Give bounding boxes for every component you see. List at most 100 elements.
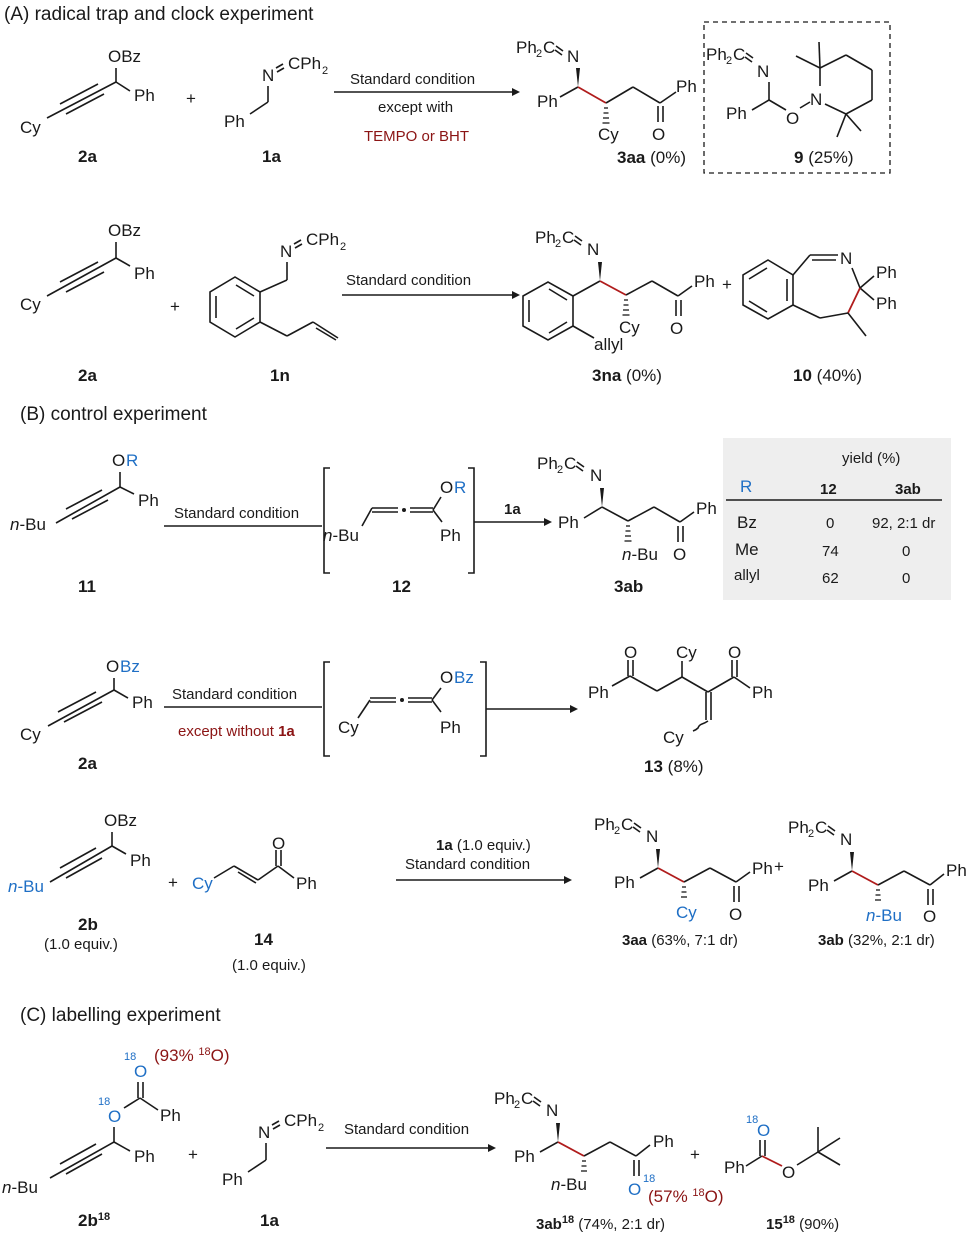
table-group-header: yield (%): [842, 450, 900, 467]
svg-text:Ph: Ph: [752, 859, 773, 878]
svg-text:Cy: Cy: [676, 643, 697, 662]
svg-text:Ph: Ph: [296, 874, 317, 893]
svg-text:2: 2: [514, 1099, 520, 1111]
svg-text:O: O: [728, 643, 741, 662]
product-13-label: 13 (8%): [644, 757, 704, 776]
section-a-title: (A) radical trap and clock experiment: [4, 4, 314, 25]
reagent-label: 1a (1.0 equiv.): [436, 837, 531, 854]
svg-text:Ph: Ph: [134, 1147, 155, 1166]
bracket-right: [468, 467, 475, 574]
svg-text:O: O: [134, 1062, 147, 1081]
compound-id-2a: 2a: [78, 754, 97, 773]
svg-text:Ph: Ph: [537, 92, 558, 111]
compound-id-2a: 2a: [78, 366, 97, 385]
compound-2b18-structure: 18 O (93% 18O) Ph 18 O Ph n-Bu: [2, 1046, 230, 1197]
compound-1a-structure: N CPh 2 Ph: [222, 1111, 324, 1189]
svg-text:CPh: CPh: [306, 230, 339, 249]
compound-1n-structure: N CPh 2: [209, 230, 346, 341]
svg-text:N: N: [840, 830, 852, 849]
svg-text:Ph: Ph: [494, 1089, 515, 1108]
svg-text:O: O: [440, 668, 453, 687]
compound-13-structure: Ph O Cy O Ph Cy: [588, 643, 773, 747]
svg-text:C: C: [562, 228, 574, 247]
svg-text:2: 2: [536, 48, 542, 60]
svg-text:O: O: [624, 643, 637, 662]
table-header-r: R: [740, 477, 752, 496]
svg-text:Ph: Ph: [514, 1147, 535, 1166]
svg-text:allyl: allyl: [594, 335, 623, 354]
isotope-enrichment: (93% 18O): [154, 1046, 230, 1065]
compound-1a-structure: N CPh 2 Ph: [224, 54, 328, 131]
product-15-18-label: 1518 (90%): [766, 1214, 839, 1233]
svg-text:Cy: Cy: [676, 903, 697, 922]
svg-text:Cy: Cy: [20, 295, 41, 314]
svg-text:2: 2: [726, 55, 732, 67]
svg-text:Ph: Ph: [808, 876, 829, 895]
compound-3ab-structure: Ph 2 C N Ph Ph O n-Bu: [788, 818, 967, 926]
table-cell: 0: [902, 570, 910, 587]
svg-text:Cy: Cy: [598, 125, 619, 144]
svg-text:2: 2: [555, 238, 561, 250]
svg-text:O: O: [670, 319, 683, 338]
svg-text:2: 2: [340, 241, 346, 253]
condition-label: Standard condition: [405, 856, 530, 873]
bracket-right: [480, 661, 487, 757]
svg-text:2: 2: [318, 1122, 324, 1134]
svg-text:N: N: [757, 62, 769, 81]
svg-text:n-Bu: n-Bu: [10, 515, 46, 534]
product-3ab-label: 3ab (32%, 2:1 dr): [818, 932, 935, 949]
table-cell: 92, 2:1 dr: [872, 515, 935, 532]
compound-3aa-structure: Ph 2 C N Ph Ph O Cy: [516, 38, 697, 144]
compound-2a-structure: OBz Ph Cy: [20, 221, 155, 314]
condition-additive: TEMPO or BHT: [364, 128, 469, 145]
atom-label: Cy: [20, 118, 41, 137]
svg-text:O: O: [673, 545, 686, 564]
svg-text:Ph: Ph: [594, 815, 615, 834]
svg-text:2: 2: [808, 828, 814, 840]
svg-text:Bz: Bz: [454, 668, 474, 687]
svg-text:Ph: Ph: [696, 499, 717, 518]
svg-text:O: O: [782, 1163, 795, 1182]
svg-text:Ph: Ph: [440, 526, 461, 545]
section-c-title: (C) labelling experiment: [20, 1005, 221, 1026]
svg-text:Ph: Ph: [535, 228, 556, 247]
svg-text:O: O: [628, 1180, 641, 1199]
svg-text:Ph: Ph: [516, 38, 537, 57]
compound-id-1a: 1a: [262, 147, 281, 166]
svg-text:Cy: Cy: [663, 728, 684, 747]
svg-text:Cy: Cy: [338, 718, 359, 737]
condition-label: Standard condition: [344, 1121, 469, 1138]
svg-text:Ph: Ph: [706, 45, 727, 64]
product-3na-label: 3na (0%): [592, 366, 662, 385]
svg-text:Ph: Ph: [588, 683, 609, 702]
svg-text:Ph: Ph: [614, 873, 635, 892]
yield-table: yield (%) R 12 3ab Bz 0 92, 2:1 dr Me 74…: [723, 438, 951, 600]
svg-text:+: +: [774, 857, 784, 876]
svg-text:O: O: [786, 109, 799, 128]
compound-10-structure: N Ph Ph: [742, 249, 897, 337]
svg-text:R: R: [454, 478, 466, 497]
svg-text:n-Bu: n-Bu: [2, 1178, 38, 1197]
product-3aa-label: 3aa (0%): [617, 148, 686, 167]
svg-text:Cy: Cy: [192, 874, 213, 893]
plus-sign: +: [168, 873, 178, 892]
product-3aa-label: 3aa (63%, 7:1 dr): [622, 932, 738, 949]
table-header-12: 12: [820, 481, 837, 498]
svg-text:O: O: [729, 905, 742, 924]
equiv-label: (1.0 equiv.): [44, 936, 118, 953]
reagent-label: 1a: [504, 501, 521, 518]
plus-sign: +: [722, 275, 732, 294]
svg-text:O: O: [440, 478, 453, 497]
svg-text:Ph: Ph: [788, 818, 809, 837]
product-9-label: 9 (25%): [794, 148, 854, 167]
compound-id-2a: 2a: [78, 147, 97, 166]
isotope-enrichment: (57% 18O): [648, 1187, 724, 1206]
compound-15-18-structure: 18 O Ph O: [724, 1114, 841, 1182]
svg-text:Ph: Ph: [558, 513, 579, 532]
tempo-adduct-box: [703, 21, 891, 174]
svg-text:O: O: [757, 1121, 770, 1140]
svg-text:Ph: Ph: [752, 683, 773, 702]
svg-text:Ph: Ph: [222, 1170, 243, 1189]
table-cell: 62: [822, 570, 839, 587]
